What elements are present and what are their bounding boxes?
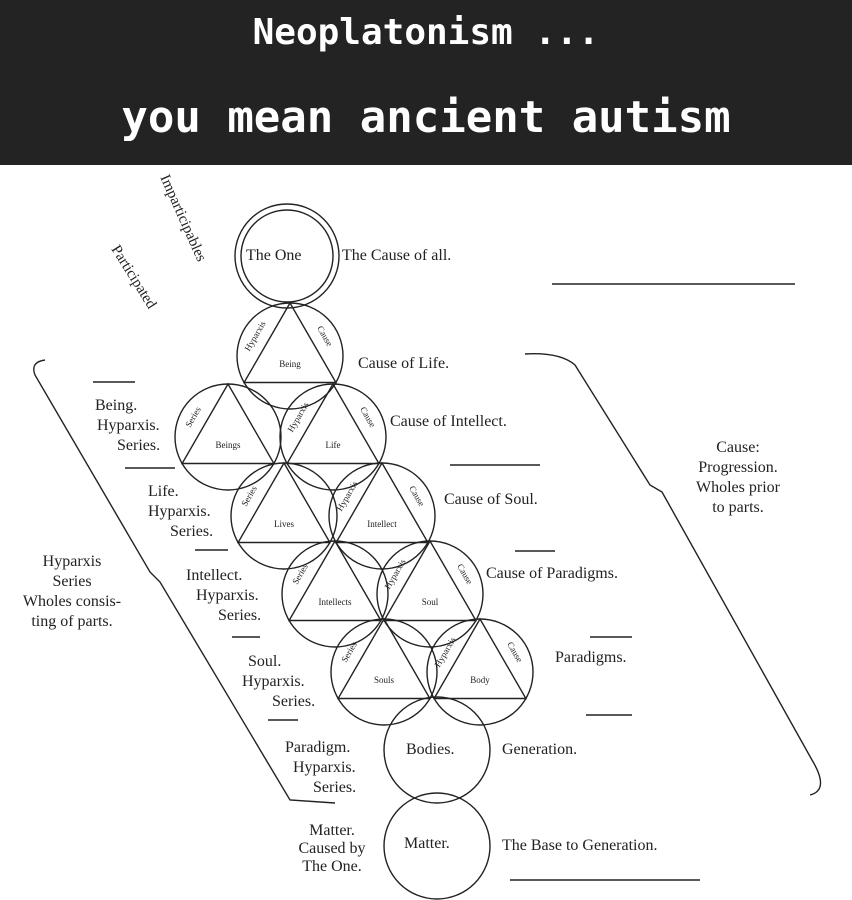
left-paradigm: Paradigm. Hyparxis. Series. bbox=[285, 738, 356, 798]
souls-label: Souls bbox=[373, 675, 394, 685]
right-label-1: Cause of Life. bbox=[358, 355, 450, 372]
left-line: Hyparxis. bbox=[196, 587, 259, 604]
bodies-label: Bodies. bbox=[406, 741, 455, 758]
right-label-2: Cause of Intellect. bbox=[390, 413, 507, 430]
far-right-note: Cause: Progression. Wholes prior to part… bbox=[668, 438, 808, 518]
left-line: Paradigm. bbox=[285, 739, 351, 756]
the-one-label: The One bbox=[246, 247, 302, 264]
souls-triangle bbox=[336, 617, 432, 700]
body-triangle bbox=[432, 617, 528, 700]
right-label-3: Cause of Soul. bbox=[444, 491, 538, 508]
left-line: Hyparxis. bbox=[242, 673, 305, 690]
intellect-label: Intellect bbox=[367, 519, 397, 529]
left-line: Hyparxis. bbox=[97, 417, 160, 434]
left-line: Series. bbox=[313, 779, 357, 796]
right-label-4: Cause of Paradigms. bbox=[486, 565, 618, 582]
soul-circle bbox=[376, 540, 484, 648]
souls-circle bbox=[330, 618, 438, 726]
note-line: Series bbox=[52, 573, 92, 590]
soul-triangle bbox=[382, 539, 478, 622]
life-triangle bbox=[285, 382, 381, 465]
right-label-0: The Cause of all. bbox=[342, 247, 452, 264]
intellects-circle bbox=[281, 540, 389, 648]
left-soul: Soul. Hyparxis. Series. bbox=[242, 652, 316, 712]
left-line: Matter. bbox=[309, 822, 355, 839]
lives-circle bbox=[230, 462, 338, 570]
beings-triangle bbox=[180, 382, 276, 465]
left-matter: Matter. Caused by The One. bbox=[282, 822, 382, 876]
left-line: Being. bbox=[95, 397, 138, 414]
life-label: Life bbox=[325, 440, 341, 450]
the-one-inner-circle bbox=[240, 209, 334, 303]
left-line: Series. bbox=[117, 437, 161, 454]
lives-triangle bbox=[236, 461, 332, 544]
left-line: Series. bbox=[272, 693, 316, 710]
body-circle bbox=[426, 618, 534, 726]
left-line: Hyparxis. bbox=[148, 503, 211, 520]
left-line: The One. bbox=[302, 858, 362, 875]
soul-label: Soul bbox=[421, 597, 439, 607]
matter-circle bbox=[383, 792, 491, 900]
right-bracket bbox=[524, 353, 822, 796]
left-line: Series. bbox=[218, 607, 262, 624]
intellects-label: Intellects bbox=[318, 597, 352, 607]
bodies-circle bbox=[383, 696, 491, 804]
intellect-triangle bbox=[334, 461, 430, 544]
note-line: Wholes consis- bbox=[22, 593, 122, 610]
left-line: Series. bbox=[170, 523, 214, 540]
right-label-5: Paradigms. bbox=[555, 649, 627, 666]
left-intellect: Intellect. Hyparxis. Series. bbox=[186, 566, 261, 626]
matter-label: Matter. bbox=[404, 835, 450, 852]
beings-circle bbox=[174, 383, 282, 491]
beings-label: Beings bbox=[215, 440, 241, 450]
right-label-6: Generation. bbox=[502, 741, 578, 758]
note-line: to parts. bbox=[712, 499, 764, 516]
lives-label: Lives bbox=[274, 519, 294, 529]
being-triangle bbox=[242, 301, 338, 384]
intellect-circle bbox=[328, 462, 436, 570]
body-label: Body bbox=[470, 675, 490, 685]
note-line: Wholes prior bbox=[696, 479, 780, 496]
left-bracket bbox=[33, 359, 336, 804]
left-life: Life. Hyparxis. Series. bbox=[148, 482, 213, 542]
left-line: Soul. bbox=[248, 653, 282, 670]
header-line-1: Neoplatonism ... bbox=[252, 12, 600, 53]
intellects-triangle bbox=[287, 539, 383, 622]
left-line: Hyparxis. bbox=[293, 759, 356, 776]
left-line: Life. bbox=[148, 483, 179, 500]
note-line: Hyparxis bbox=[42, 553, 102, 570]
left-line: Intellect. bbox=[186, 567, 243, 584]
left-line: Caused by bbox=[298, 840, 366, 857]
note-line: ting of parts. bbox=[31, 613, 113, 630]
header-line-2: you mean ancient autism bbox=[121, 92, 731, 143]
note-line: Progression. bbox=[698, 459, 778, 476]
meme-header: Neoplatonism ... you mean ancient autism bbox=[0, 0, 852, 165]
right-label-7: The Base to Generation. bbox=[502, 837, 658, 854]
life-circle bbox=[279, 383, 387, 491]
note-line: Cause: bbox=[716, 439, 760, 456]
being-label: Being bbox=[279, 359, 301, 369]
far-left-note: Hyparxis Series Wholes consis- ting of p… bbox=[2, 552, 142, 632]
left-being: Being. Hyparxis. Series. bbox=[95, 396, 160, 456]
